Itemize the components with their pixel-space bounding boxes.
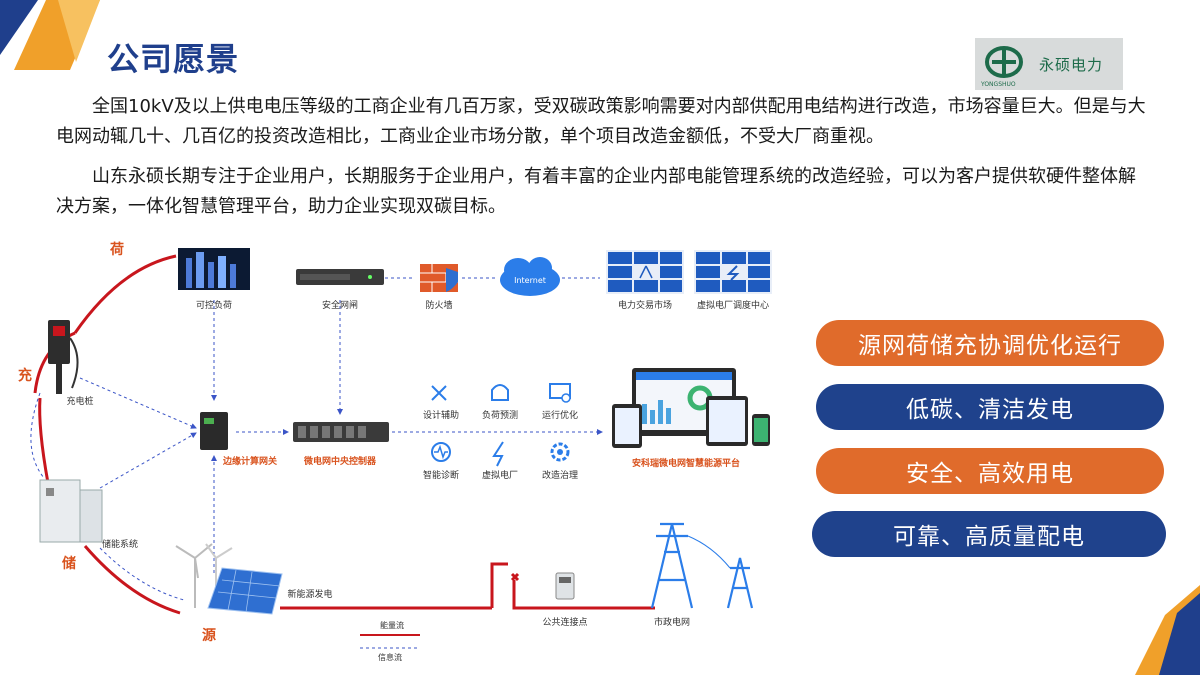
company-logo: YONGSHUO 永硕电力 bbox=[975, 38, 1123, 90]
label-utility-grid: 市政电网 bbox=[654, 616, 690, 628]
microgrid-architecture-diagram: 荷 充 储 源 可控负荷 安全网闸 bbox=[0, 228, 800, 675]
arc-label-charge: 充 bbox=[18, 367, 32, 384]
function-label-virtual-plant: 虚拟电厂 bbox=[482, 469, 518, 481]
label-firewall: 防火墙 bbox=[425, 299, 452, 311]
intro-paragraph-1: 全国10kV及以上供电电压等级的工商企业有几百万家，受双碳政策影响需要对内部供配… bbox=[56, 96, 1146, 147]
function-icon-load-forecast: 负荷预测 bbox=[482, 384, 518, 421]
legend-info-label: 信息流 bbox=[378, 652, 402, 662]
function-icon-design: 设计辅助 bbox=[423, 385, 459, 421]
energy-flow-lines bbox=[280, 562, 655, 610]
diagram-legend: 能量流 信息流 bbox=[360, 620, 420, 662]
arc-label-store: 储 bbox=[61, 555, 76, 572]
label-renewable: 新能源发电 bbox=[287, 588, 332, 600]
vision-pill-2: 低碳、清洁发电 bbox=[816, 384, 1164, 430]
label-internet: Internet bbox=[514, 276, 546, 285]
controllable-load-node: 可控负荷 bbox=[178, 248, 250, 311]
label-controllable-load: 可控负荷 bbox=[196, 299, 232, 311]
arc-label-source: 源 bbox=[202, 627, 216, 644]
label-edge-gateway: 边缘计算网关 bbox=[222, 455, 277, 467]
logo-brand-text: 永硕电力 bbox=[1039, 55, 1104, 74]
vision-pill-1: 源网荷储充协调优化运行 bbox=[816, 320, 1164, 366]
function-icon-virtual-plant: 虚拟电厂 bbox=[482, 441, 518, 481]
utility-grid-node: 市政电网 bbox=[650, 522, 754, 628]
firewall-node: 防火墙 bbox=[420, 264, 458, 311]
page-title: 公司愿景 bbox=[107, 40, 240, 78]
label-vpp-center: 虚拟电厂调度中心 bbox=[697, 299, 769, 311]
diagram-canvas: 荷 充 储 源 可控负荷 安全网闸 bbox=[18, 241, 772, 662]
power-market-node: 电力交易市场 bbox=[606, 250, 684, 311]
corner-decoration-bottom-right bbox=[1135, 585, 1200, 675]
legend-energy-label: 能量流 bbox=[380, 620, 404, 630]
logo-mark-icon: YONGSHUO bbox=[980, 46, 1023, 88]
label-security-gateway: 安全网闸 bbox=[322, 299, 358, 311]
label-charging-pile: 充电桩 bbox=[66, 395, 93, 407]
arc-label-load: 荷 bbox=[109, 241, 124, 258]
platform-node: 安科瑞微电网智慧能源平台 bbox=[612, 368, 770, 469]
storage-node: 储能系统 bbox=[39, 479, 138, 550]
corner-decoration-top-left bbox=[0, 0, 100, 70]
internet-cloud-node: Internet bbox=[500, 257, 560, 296]
charging-pile-node: 充电桩 bbox=[48, 320, 94, 407]
intro-paragraph-2: 山东永硕长期专注于企业用户，长期服务于企业用户，有着丰富的企业内部电能管理系统的… bbox=[56, 166, 1136, 217]
function-label-load-forecast: 负荷预测 bbox=[482, 409, 518, 421]
vpp-center-node: 虚拟电厂调度中心 bbox=[694, 250, 772, 311]
label-pcc: 公共连接点 bbox=[542, 616, 587, 628]
vision-pill-3: 安全、高效用电 bbox=[816, 448, 1164, 494]
function-label-diagnosis: 智能诊断 bbox=[423, 469, 459, 481]
function-label-optimization: 运行优化 bbox=[542, 409, 578, 421]
function-label-design: 设计辅助 bbox=[423, 409, 459, 421]
label-microgrid-controller: 微电网中央控制器 bbox=[303, 455, 377, 467]
label-power-market: 电力交易市场 bbox=[618, 299, 672, 311]
function-icon-optimization: 运行优化 bbox=[542, 383, 578, 421]
security-gateway-node: 安全网闸 bbox=[296, 269, 384, 311]
pcc-node: 公共连接点 bbox=[542, 572, 588, 628]
label-storage: 储能系统 bbox=[102, 538, 138, 550]
label-platform: 安科瑞微电网智慧能源平台 bbox=[632, 457, 740, 469]
vision-pill-4: 可靠、高质量配电 bbox=[812, 511, 1166, 557]
edge-gateway-node: 边缘计算网关 bbox=[200, 412, 277, 467]
function-label-retrofit: 改造治理 bbox=[542, 469, 578, 481]
function-icon-diagnosis: 智能诊断 bbox=[423, 442, 459, 481]
logo-latin-text: YONGSHUO bbox=[980, 81, 1016, 88]
function-icon-retrofit: 改造治理 bbox=[542, 442, 578, 481]
microgrid-controller-node: 微电网中央控制器 bbox=[293, 422, 389, 467]
energy-ring-arcs bbox=[33, 254, 181, 615]
renewable-node: 新能源发电 bbox=[175, 543, 333, 615]
